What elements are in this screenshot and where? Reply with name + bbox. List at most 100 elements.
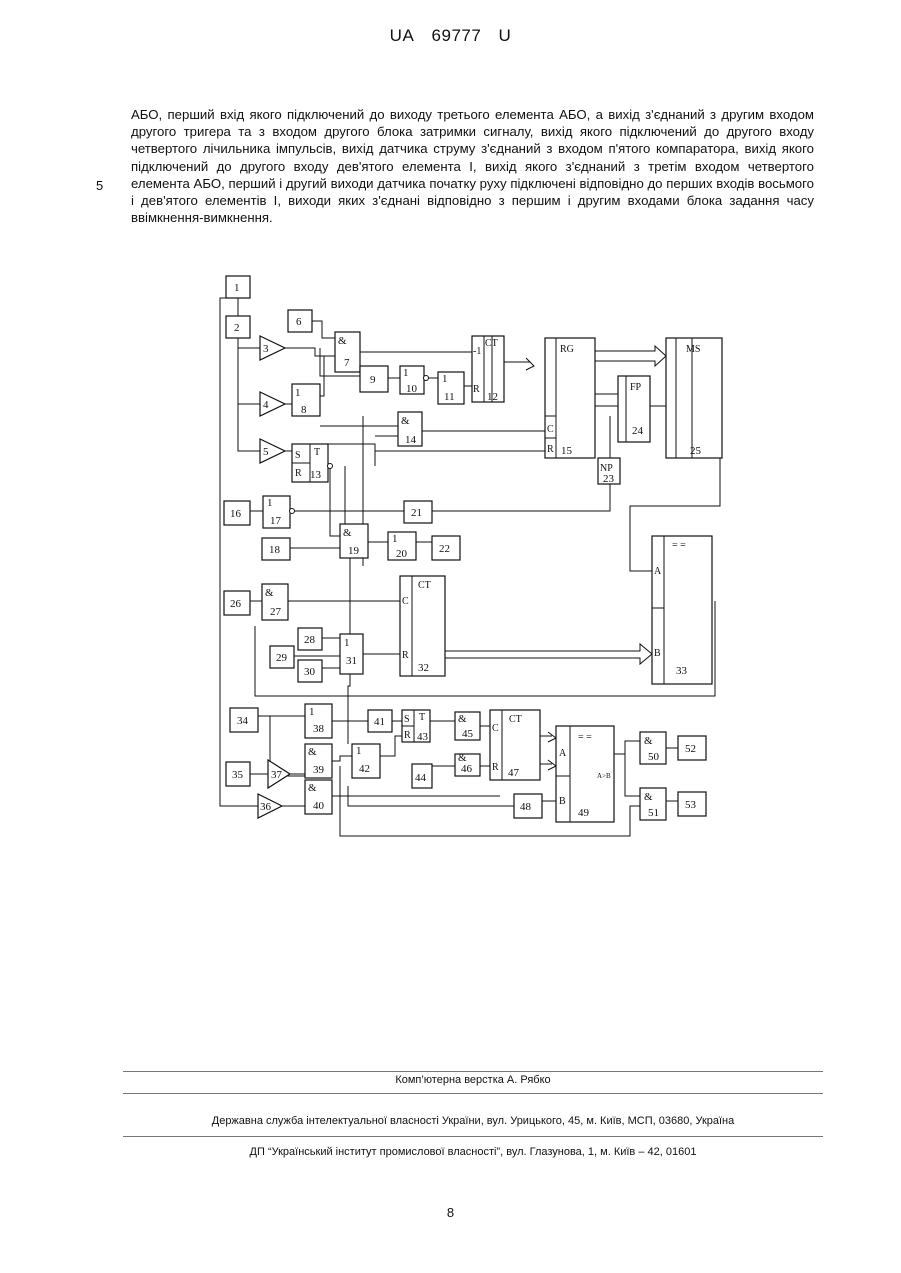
label-45: 45 [462, 728, 474, 740]
label-32: 32 [418, 662, 429, 674]
sym-49-agtb: A>B [597, 772, 611, 780]
sym-13-s: S [295, 450, 301, 461]
label-15: 15 [561, 445, 573, 457]
label-6: 6 [296, 316, 302, 328]
sym-50: & [644, 735, 653, 747]
block-25 [666, 338, 722, 458]
label-16: 16 [230, 508, 242, 520]
sym-33-b: B [654, 648, 661, 659]
label-10: 10 [406, 383, 418, 395]
sym-32-r: R [402, 650, 409, 661]
label-2: 2 [234, 322, 240, 334]
label-12: 12 [487, 391, 498, 403]
footer-rule-middle [123, 1093, 823, 1094]
sym-45: & [458, 713, 467, 725]
sym-40: & [308, 782, 317, 794]
label-24: 24 [632, 425, 644, 437]
sym-12-minus: -1 [473, 346, 481, 357]
patent-number: 69777 [432, 26, 482, 45]
label-42: 42 [359, 763, 370, 775]
claim-paragraph: АБО, перший вхід якого підключений до ви… [131, 106, 814, 226]
sym-43-r: R [404, 730, 411, 741]
label-20: 20 [396, 548, 408, 560]
page-number: 8 [0, 1205, 901, 1220]
label-17: 17 [270, 515, 282, 527]
label-5: 5 [263, 446, 269, 458]
sym-25: MS [686, 344, 700, 355]
label-30: 30 [304, 666, 316, 678]
label-22: 22 [439, 543, 450, 555]
label-23: 23 [603, 473, 615, 485]
sym-17: 1 [267, 497, 273, 509]
sym-31: 1 [344, 637, 350, 649]
footer-rule-top [123, 1071, 823, 1072]
label-25: 25 [690, 445, 702, 457]
label-35: 35 [232, 769, 244, 781]
label-36: 36 [260, 801, 272, 813]
sym-33-a: A [654, 566, 662, 577]
sym-15-rg: RG [560, 344, 574, 355]
label-3: 3 [263, 343, 269, 355]
label-46: 46 [461, 763, 473, 775]
sym-32-ct: CT [418, 580, 431, 591]
block-32 [400, 576, 445, 676]
sym-47-ct: CT [509, 714, 522, 725]
sym-11: 1 [442, 373, 448, 385]
sym-49-eq: = = [578, 732, 592, 743]
sym-33-eq: = = [672, 540, 686, 551]
label-9: 9 [370, 374, 376, 386]
label-51: 51 [648, 807, 659, 819]
label-27: 27 [270, 606, 282, 618]
sym-49-a: A [559, 748, 567, 759]
sym-15-c: C [547, 424, 554, 435]
label-44: 44 [415, 772, 427, 784]
label-37: 37 [271, 769, 283, 781]
label-47: 47 [508, 767, 520, 779]
sym-12-ct: CT [485, 338, 498, 349]
block-33 [652, 536, 712, 684]
label-41: 41 [374, 716, 385, 728]
sym-51: & [644, 791, 653, 803]
patent-kind: U [499, 26, 512, 45]
label-34: 34 [237, 715, 249, 727]
sym-47-r: R [492, 762, 499, 773]
label-11: 11 [444, 391, 455, 403]
institute-address: ДП “Український інститут промислової вла… [123, 1146, 823, 1158]
patent-country: UA [390, 26, 415, 45]
label-21: 21 [411, 507, 422, 519]
label-49: 49 [578, 807, 590, 819]
diagram-labels: 1 2 3 4 5 6 & 7 9 1 10 1 11 -1 CT R 12 1… [230, 282, 702, 819]
sym-20: 1 [392, 533, 398, 545]
label-43: 43 [417, 731, 429, 743]
label-38: 38 [313, 723, 325, 735]
sym-38: 1 [309, 706, 315, 718]
sym-14: & [401, 415, 410, 427]
sym-24: FP [630, 382, 642, 393]
footer-rule-bottom [123, 1136, 823, 1137]
sym-32-c: C [402, 596, 409, 607]
sym-12-r: R [473, 384, 480, 395]
sym-7: & [338, 335, 347, 347]
label-28: 28 [304, 634, 316, 646]
patent-header: UA 69777 U [0, 26, 901, 46]
label-19: 19 [348, 545, 360, 557]
label-26: 26 [230, 598, 242, 610]
label-48: 48 [520, 801, 532, 813]
sym-19: & [343, 527, 352, 539]
sym-42: 1 [356, 745, 362, 757]
label-14: 14 [405, 434, 417, 446]
sym-15-r: R [547, 444, 554, 455]
layout-credit: Комп’ютерна верстка А. Рябко [123, 1074, 823, 1086]
sym-27: & [265, 587, 274, 599]
line-number: 5 [96, 178, 103, 193]
sym-13-r: R [295, 468, 302, 479]
label-29: 29 [276, 652, 288, 664]
label-18: 18 [269, 544, 281, 556]
label-50: 50 [648, 751, 660, 763]
label-53: 53 [685, 799, 697, 811]
sym-13-t: T [314, 447, 320, 458]
block-diagram: 1 2 3 4 5 6 & 7 9 1 10 1 11 -1 CT R 12 1… [200, 266, 730, 861]
label-7: 7 [344, 357, 350, 369]
label-31: 31 [346, 655, 357, 667]
label-1: 1 [234, 282, 240, 294]
